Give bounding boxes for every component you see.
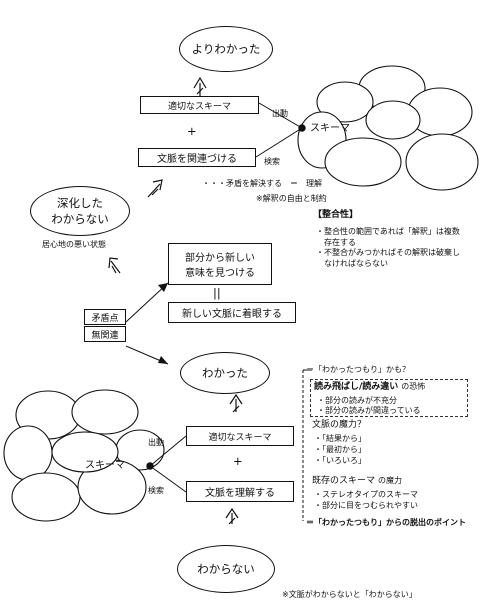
context-magic-item-3-text: 「いろいろ」 xyxy=(322,456,366,465)
understand-context-label: 文脈を理解する xyxy=(205,488,275,499)
schema-magic-suffix: の魔力 xyxy=(378,476,403,485)
plus-symbol-top: + xyxy=(187,124,197,138)
search-line-bottom xyxy=(149,465,187,493)
consistency-item-2-text: 不整合がみつかればその解釈は破棄しなければならない xyxy=(324,248,460,268)
reading-fear-item-2: ・部分の読みが間違っている xyxy=(317,406,421,415)
understood-ellipse: わかった xyxy=(180,352,270,394)
reading-fear-item-2-text: 部分の読みが間違っている xyxy=(325,406,421,415)
context-magic-item-2-text: 「最初から」 xyxy=(322,445,366,454)
context-magic-item-1: ・「結果から」 xyxy=(314,434,366,443)
output-line-bottom xyxy=(149,435,187,467)
schema-cluster-bottom xyxy=(3,389,165,522)
schema-magic-item-1: ・ステレオタイプのスキーマ xyxy=(314,490,418,499)
search-line-top xyxy=(255,127,303,158)
reading-fear-suffix: の恐怖 xyxy=(401,382,426,391)
relate-context-box: 文脈を関連づける xyxy=(138,148,256,167)
consistency-title: 【整合性】 xyxy=(313,210,359,220)
appropriate-schema-box-top: 適切なスキーマ xyxy=(140,96,259,114)
reading-fear-box: 読み飛ばし/読み違いの恐怖 ・部分の読みが不充分 ・部分の読みが間違っている xyxy=(310,379,468,417)
context-magic-item-3: ・「いろいろ」 xyxy=(314,456,366,465)
bottom-note: ※文脈がわからないと「わからない」 xyxy=(282,590,417,599)
arrow-to-new-meaning xyxy=(125,282,169,323)
reading-fear-title: 読み飛ばし/読み違い xyxy=(314,382,399,392)
resolve-formula-label: ・・・矛盾を解決する ＝ 理解 xyxy=(202,179,322,188)
schema-dot-bottom xyxy=(146,462,154,470)
new-context-label: 新しい文脈に着眼する xyxy=(182,309,282,320)
escape-points-footer: ＝「わかったつもり」からの脱出のポイント xyxy=(306,518,466,527)
irrelevant-label: 無関連 xyxy=(91,330,119,341)
search-label-top: 検索 xyxy=(264,157,280,166)
understand-context-box: 文脈を理解する xyxy=(186,481,294,502)
freedom-constraint-note: ※解釈の自由と制約 xyxy=(256,194,327,203)
consistency-item-1-text: 整合性の範囲であれば「解釈」は複数存在する xyxy=(324,227,460,247)
appropriate-schema-top-label: 適切なスキーマ xyxy=(167,101,231,112)
uncomfortable-state-label: 居心地の悪い状態 xyxy=(42,240,106,249)
output-label-bottom: 出動 xyxy=(148,438,164,447)
equals-symbol: || xyxy=(213,286,221,300)
not-understood-ellipse: わからない xyxy=(177,545,275,593)
schema-magic-title: 既存のスキーマ xyxy=(312,476,376,486)
appropriate-schema-box-bottom: 適切なスキーマ xyxy=(186,426,294,446)
schema-label-bottom: スキーマ xyxy=(85,460,125,471)
context-magic-item-2: ・「最初から」 xyxy=(314,445,366,454)
reading-fear-title-row: 読み飛ばし/読み違いの恐怖 xyxy=(314,382,425,392)
understood-label: わかった xyxy=(202,366,248,380)
context-magic-title: 文脈の魔力？ xyxy=(312,420,367,430)
plus-symbol-bottom: + xyxy=(233,454,243,468)
schema-magic-title-row: 既存のスキーマの魔力 xyxy=(312,476,402,486)
deepened-label-2: わからない xyxy=(51,212,109,226)
pitfall-header: ＝「わかったつもり」かも？ xyxy=(306,365,410,374)
search-label-bottom: 検索 xyxy=(148,486,164,495)
schema-cluster-top xyxy=(297,65,479,191)
consistency-item-2: ・不整合がみつかればその解釈は破棄しなければならない xyxy=(316,247,464,269)
deepened-label-1: 深化した xyxy=(57,196,103,210)
up-arrow-top xyxy=(193,76,207,96)
consistency-item-1: ・整合性の範囲であれば「解釈」は複数存在する xyxy=(316,226,464,248)
top-understood-label: よりわかった xyxy=(191,42,261,56)
schema-magic-item-2-text: 部分に目をつむられやすい xyxy=(322,501,418,510)
context-magic-item-1-text: 「結果から」 xyxy=(322,434,366,443)
output-label-top: 出動 xyxy=(272,109,288,118)
new-meaning-box: 部分から新しい 意味を見つける xyxy=(168,243,272,285)
appropriate-schema-bottom-label: 適切なスキーマ xyxy=(208,432,272,443)
new-meaning-label-1: 部分から新しい xyxy=(185,253,255,264)
output-line-top xyxy=(258,102,303,129)
reading-fear-item-1-text: 部分の読みが不充分 xyxy=(325,396,397,405)
schema-magic-item-2: ・部分に目をつむられやすい xyxy=(314,501,418,510)
contradiction-label: 矛盾点 xyxy=(91,313,119,324)
contradiction-box: 矛盾点 xyxy=(84,309,126,325)
schema-magic-item-1-text: ステレオタイプのスキーマ xyxy=(322,490,418,499)
reading-fear-item-1: ・部分の読みが不充分 xyxy=(317,396,397,405)
up-arrow-deep xyxy=(147,179,163,198)
up-arrow-wakaranai xyxy=(225,507,239,525)
up-arrow-uncomfortable xyxy=(108,257,121,274)
up-arrow-wakatta xyxy=(229,393,243,413)
not-understood-label: わからない xyxy=(197,562,255,576)
relate-context-label: 文脈を関連づける xyxy=(157,154,237,165)
irrelevant-box: 無関連 xyxy=(84,326,126,342)
new-context-box: 新しい文脈に着眼する xyxy=(168,302,296,323)
schema-dot-top xyxy=(298,124,306,132)
top-understood-ellipse: よりわかった xyxy=(179,26,273,72)
schema-label-top: スキーマ xyxy=(310,123,350,134)
deepened-unknown-ellipse: 深化した わからない xyxy=(30,186,130,236)
new-meaning-label-2: 意味を見つける xyxy=(185,268,255,279)
